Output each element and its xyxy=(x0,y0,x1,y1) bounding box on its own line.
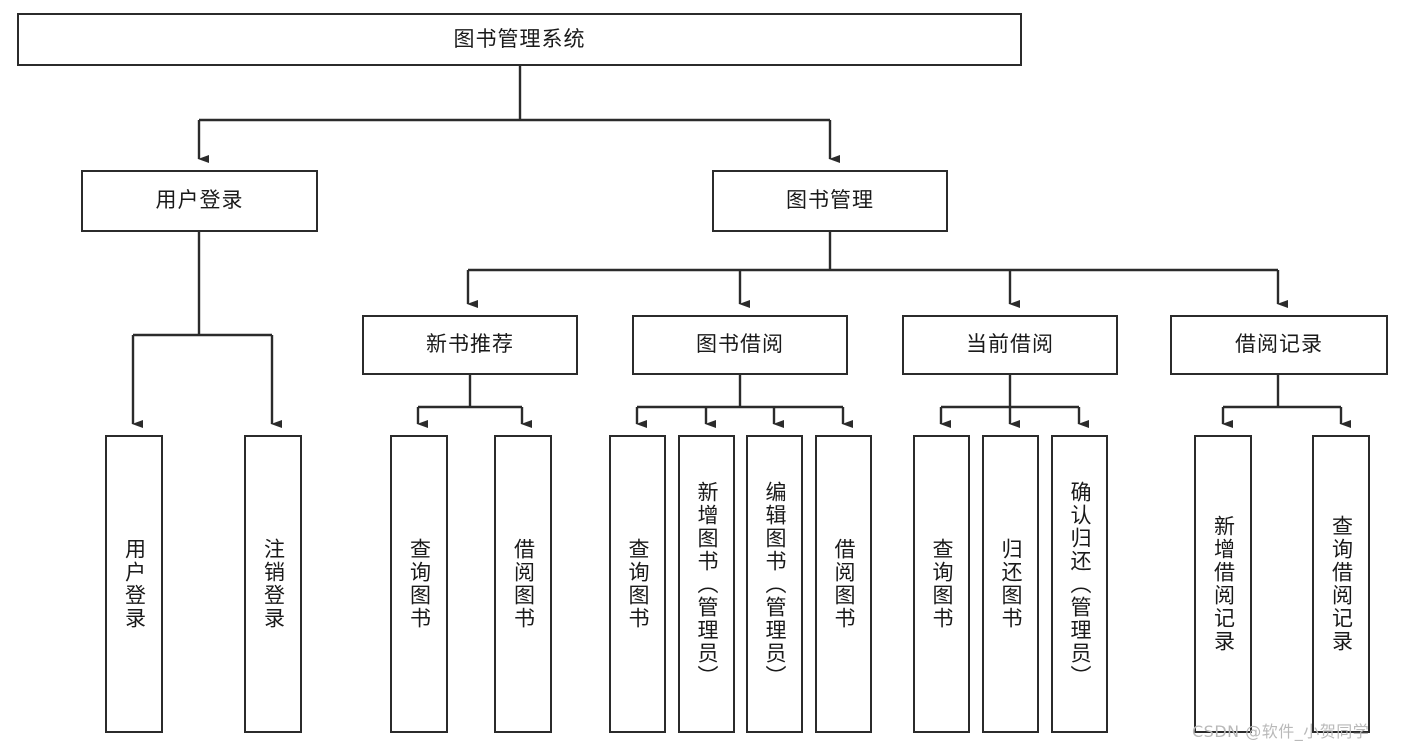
node-borrow-records-label: 借阅记录 xyxy=(1235,332,1323,357)
leaf-label: 查询借阅记录 xyxy=(1329,515,1354,653)
csdn-watermark: CSDN @软件_小贺同学 xyxy=(1192,722,1370,741)
node-user-login-label: 用户登录 xyxy=(155,188,244,213)
leaf-borrow-borrow-book[interactable]: 借阅图书 xyxy=(815,435,872,733)
leaf-user-login-logout[interactable]: 注销登录 xyxy=(244,435,302,733)
leaf-label: 编辑图书（管理员） xyxy=(762,480,787,688)
leaf-label: 查询图书 xyxy=(625,538,650,630)
leaf-label: 查询图书 xyxy=(929,538,954,630)
leaf-label: 借阅图书 xyxy=(511,538,536,630)
leaf-label: 新增图书（管理员） xyxy=(694,480,719,688)
leaf-current-confirm-return-admin[interactable]: 确认归还（管理员） xyxy=(1051,435,1108,733)
node-user-login[interactable]: 用户登录 xyxy=(81,170,318,232)
node-borrow-records[interactable]: 借阅记录 xyxy=(1170,315,1388,375)
node-current-borrow-label: 当前借阅 xyxy=(966,332,1054,357)
leaf-label: 用户登录 xyxy=(122,538,147,630)
leaf-borrow-add-book-admin[interactable]: 新增图书（管理员） xyxy=(678,435,735,733)
leaf-borrow-query-book[interactable]: 查询图书 xyxy=(609,435,666,733)
node-root-label: 图书管理系统 xyxy=(453,26,586,51)
node-root[interactable]: 图书管理系统 xyxy=(17,13,1022,66)
leaf-label: 归还图书 xyxy=(998,538,1023,630)
leaf-current-query-book[interactable]: 查询图书 xyxy=(913,435,970,733)
leaf-current-return-book[interactable]: 归还图书 xyxy=(982,435,1039,733)
node-current-borrow[interactable]: 当前借阅 xyxy=(902,315,1118,375)
node-book-management-label: 图书管理 xyxy=(786,188,874,213)
leaf-records-query-record[interactable]: 查询借阅记录 xyxy=(1312,435,1370,733)
node-book-borrow[interactable]: 图书借阅 xyxy=(632,315,848,375)
leaf-label: 确认归还（管理员） xyxy=(1067,480,1092,688)
leaf-new-books-query-book[interactable]: 查询图书 xyxy=(390,435,448,733)
node-book-borrow-label: 图书借阅 xyxy=(696,332,784,357)
leaf-label: 注销登录 xyxy=(261,538,286,630)
node-new-book-recommend[interactable]: 新书推荐 xyxy=(362,315,578,375)
leaf-label: 借阅图书 xyxy=(831,538,856,630)
leaf-label: 新增借阅记录 xyxy=(1211,515,1236,653)
leaf-label: 查询图书 xyxy=(407,538,432,630)
leaf-user-login-login[interactable]: 用户登录 xyxy=(105,435,163,733)
node-book-management[interactable]: 图书管理 xyxy=(712,170,948,232)
leaf-borrow-edit-book-admin[interactable]: 编辑图书（管理员） xyxy=(746,435,803,733)
node-new-book-recommend-label: 新书推荐 xyxy=(426,332,514,357)
leaf-records-add-record[interactable]: 新增借阅记录 xyxy=(1194,435,1252,733)
leaf-new-books-borrow-book[interactable]: 借阅图书 xyxy=(494,435,552,733)
